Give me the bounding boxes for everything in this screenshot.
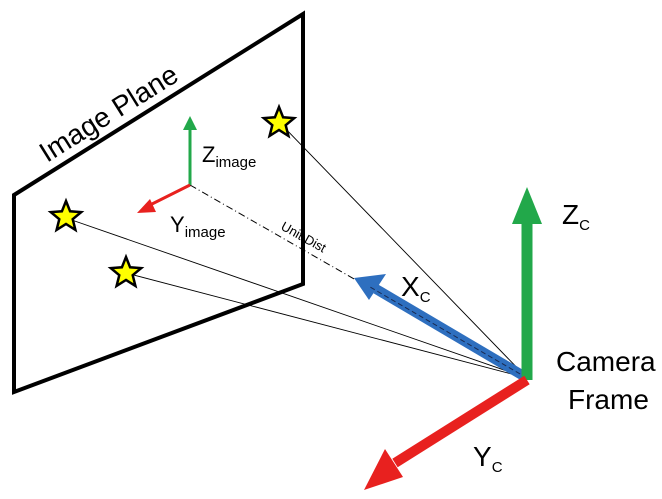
camera-z-label: ZC xyxy=(562,199,590,234)
image-z-label: Zimage xyxy=(202,142,256,171)
camera-z-axis xyxy=(512,187,542,380)
camera-y-axis xyxy=(364,375,530,490)
camera-frame-label-line1: Camera xyxy=(556,346,656,377)
star-icon xyxy=(260,103,298,139)
camera-frame-label-line2: Frame xyxy=(568,384,649,415)
optical-axis-dash xyxy=(369,286,528,379)
projection-ray xyxy=(279,122,528,379)
projection-ray xyxy=(65,217,528,379)
camera-y-label: YC xyxy=(473,441,503,476)
projection-ray xyxy=(125,272,528,379)
projection-rays xyxy=(65,122,528,379)
image-plane-label: Image Plane xyxy=(34,58,184,168)
star-icon xyxy=(107,253,145,289)
image-y-label: Yimage xyxy=(170,212,226,241)
image-plane xyxy=(12,10,305,395)
image-y-axis xyxy=(137,183,191,213)
camera-x-label: XC xyxy=(401,271,431,306)
camera-x-axis xyxy=(354,274,530,383)
image-z-axis xyxy=(183,116,197,185)
star-icon xyxy=(47,197,85,233)
star-icons xyxy=(47,103,298,289)
